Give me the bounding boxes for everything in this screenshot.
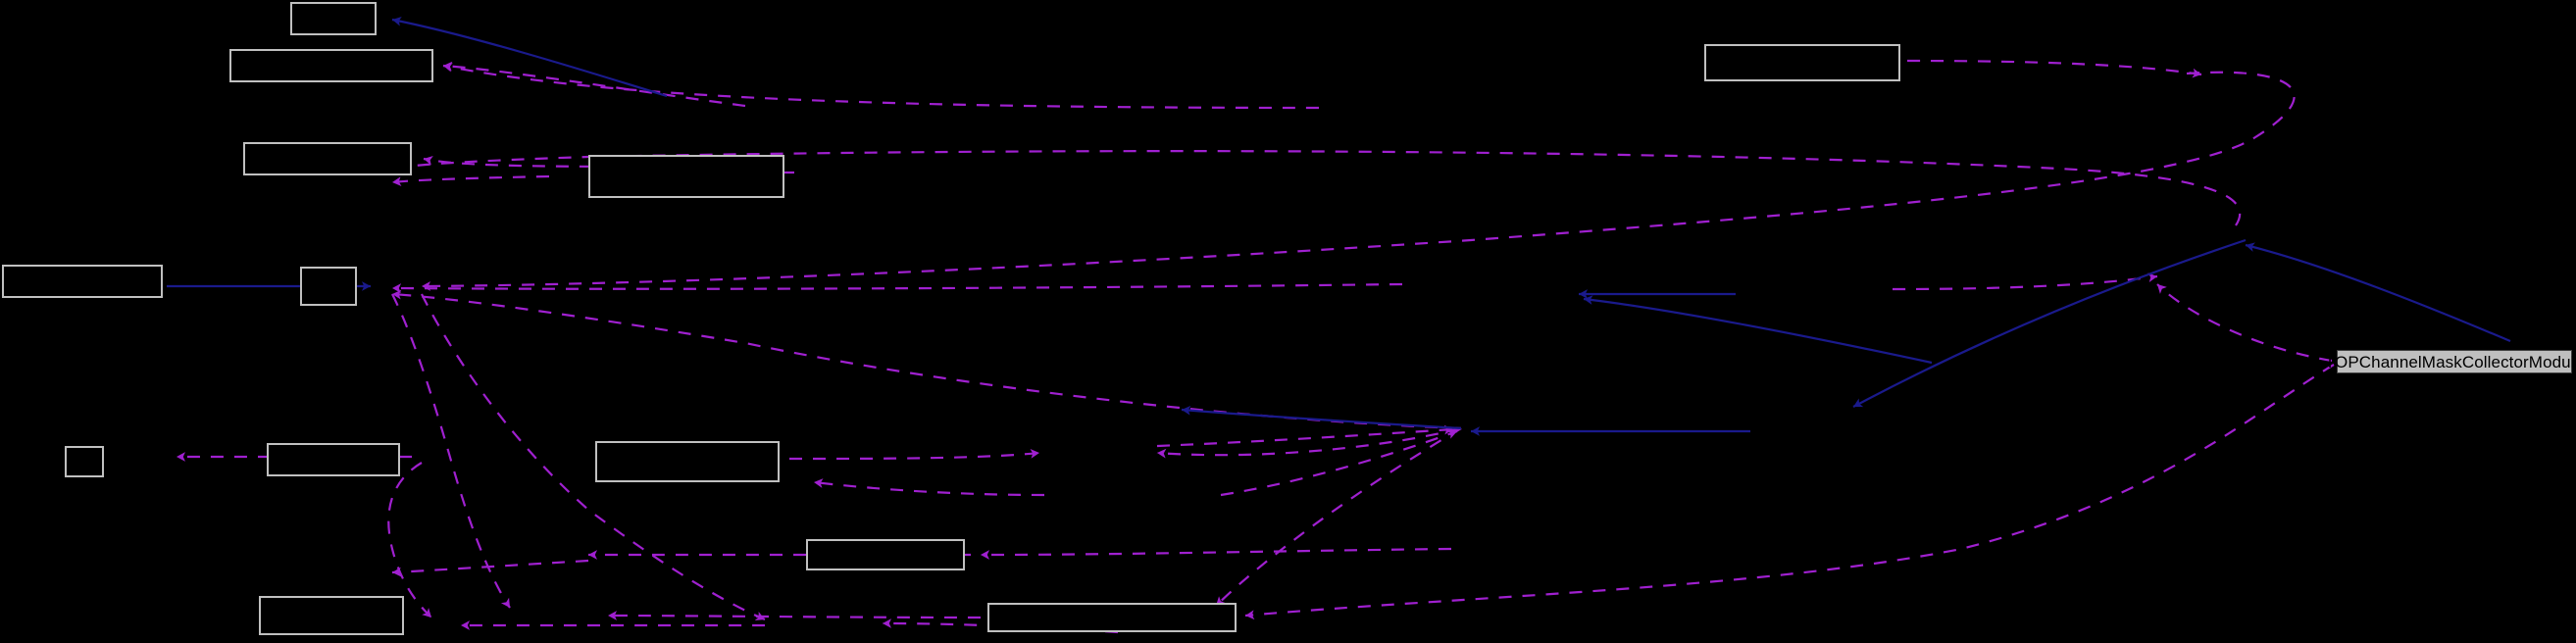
graph-node[interactable] <box>259 596 404 635</box>
graph-node[interactable] <box>987 603 1237 632</box>
graph-node-topchannelmaskcollectormodule[interactable]: TOPChannelMaskCollectorModule <box>2325 350 2576 373</box>
graph-node[interactable] <box>1704 44 1900 81</box>
graph-node[interactable] <box>229 49 433 82</box>
graph-node[interactable] <box>290 2 377 35</box>
dashed-purple-edge-group <box>177 59 2335 634</box>
graph-node[interactable] <box>588 155 784 198</box>
graph-node[interactable] <box>806 539 965 570</box>
graph-node-hub[interactable] <box>300 267 357 306</box>
graph-node-label: TOPChannelMaskCollectorModule <box>2324 352 2576 371</box>
graph-node[interactable] <box>595 441 780 482</box>
graph-node[interactable] <box>65 446 104 477</box>
graph-node[interactable] <box>267 443 400 476</box>
graph-node[interactable] <box>2 265 163 298</box>
solid-navy-edge-group <box>167 16 2511 436</box>
graph-node[interactable] <box>243 142 412 175</box>
